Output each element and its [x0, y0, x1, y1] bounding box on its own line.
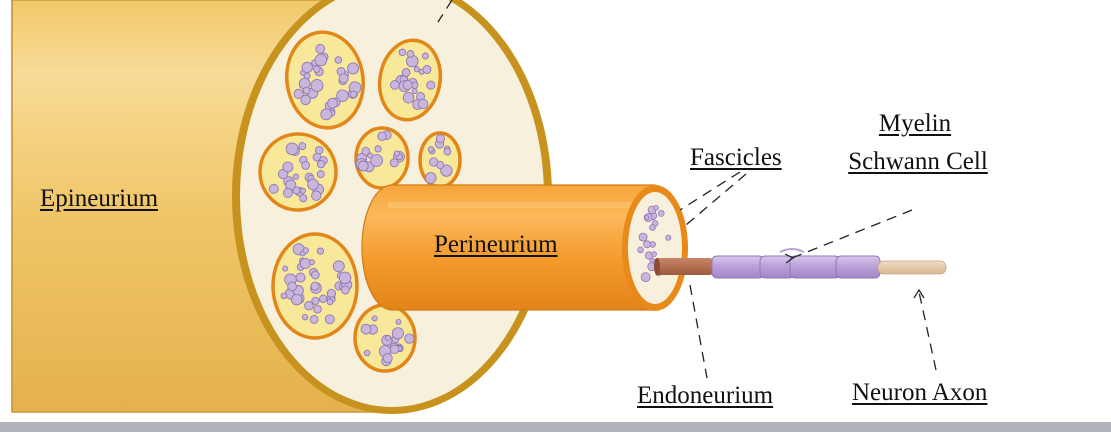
label-schwann-cell: Schwann Cell: [848, 148, 988, 175]
label-endoneurium: Endoneurium: [637, 382, 774, 409]
perineurium-cross-section: [622, 185, 688, 311]
label-perineurium: Perineurium: [434, 231, 558, 258]
bottom-border-bar: [0, 422, 1111, 432]
label-fascicles: Fascicles: [690, 144, 782, 171]
leader-arrowheads: [784, 253, 925, 299]
axon: [654, 248, 947, 279]
fascicle-group: [258, 30, 462, 373]
perineurium-cylinder: [361, 184, 656, 311]
label-epineurium: Epineurium: [40, 185, 159, 212]
label-neuron-axon: Neuron Axon: [852, 379, 988, 406]
leader-lines: [437, 0, 937, 379]
label-myelin: Myelin: [878, 110, 952, 137]
